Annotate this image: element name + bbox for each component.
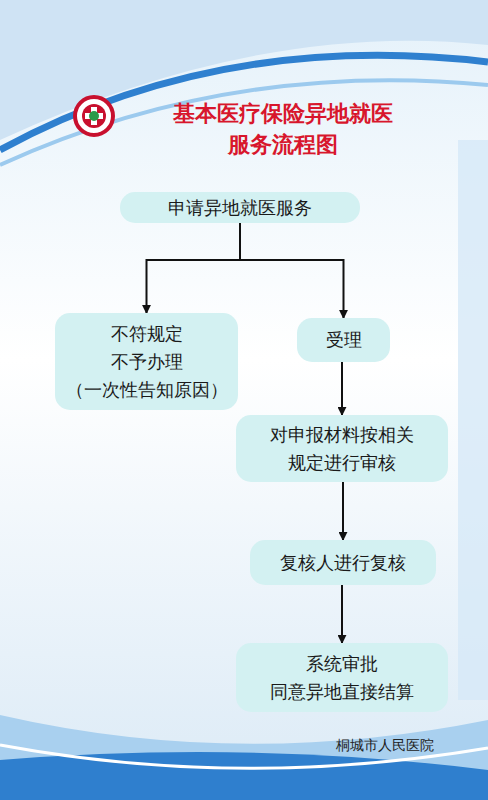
process-box: 对申报材料按相关 规定进行审核 [236,415,448,482]
box-text: 不符规定 不予办理 （一次性告知原因） [66,320,228,404]
box-text-group: 系统审批 同意异地直接结算 [270,650,414,706]
top-swoosh-line [0,80,488,165]
text-line: 基本医疗保险异地就医 [118,98,448,129]
process-box: 申请异地就医服务 [120,192,360,223]
text-line: 不予办理 [66,348,228,376]
flow-arrow [147,223,241,313]
text-line: 受理 [326,326,362,354]
text-line: 对申报材料按相关 [270,421,414,449]
box-text: 受理 [326,326,362,354]
process-box: 系统审批 同意异地直接结算 [236,643,448,712]
side-band [458,140,488,700]
text-line: 不符规定 [66,320,228,348]
box-text-group: 申请异地就医服务 [168,194,312,222]
text-line: 服务流程图 [118,129,448,160]
diagram-title: 基本医疗保险异地就医 服务流程图 [118,98,448,160]
text-line: （一次性告知原因） [66,376,228,404]
box-text-group: 对申报材料按相关 规定进行审核 [270,421,414,477]
text-line: 申请异地就医服务 [168,194,312,222]
footer-label: 桐城市人民医院 [300,735,470,755]
flow-arrow [240,223,344,318]
bottom-wave [0,715,488,800]
box-text: 复核人进行复核 [280,549,406,577]
box-text-group: 复核人进行复核 [280,549,406,577]
box-text: 系统审批 同意异地直接结算 [270,650,414,706]
hospital-logo [75,97,113,135]
box-text: 对申报材料按相关 规定进行审核 [270,421,414,477]
box-text-group: 不符规定 不予办理 （一次性告知原因） [66,320,228,404]
text-line: 规定进行审核 [270,449,414,477]
box-text: 申请异地就医服务 [168,194,312,222]
flow-arrow [341,362,343,415]
flow-arrow [342,482,344,540]
text-line: 同意异地直接结算 [270,678,414,706]
top-swoosh [0,0,488,140]
process-box: 不符规定 不予办理 （一次性告知原因） [55,313,238,410]
text-line: 复核人进行复核 [280,549,406,577]
text-line: 桐城市人民医院 [300,735,470,755]
box-text-group: 受理 [326,326,362,354]
process-box: 复核人进行复核 [250,540,436,585]
text-line: 系统审批 [270,650,414,678]
flow-arrow [341,585,343,643]
process-box: 受理 [297,318,390,362]
